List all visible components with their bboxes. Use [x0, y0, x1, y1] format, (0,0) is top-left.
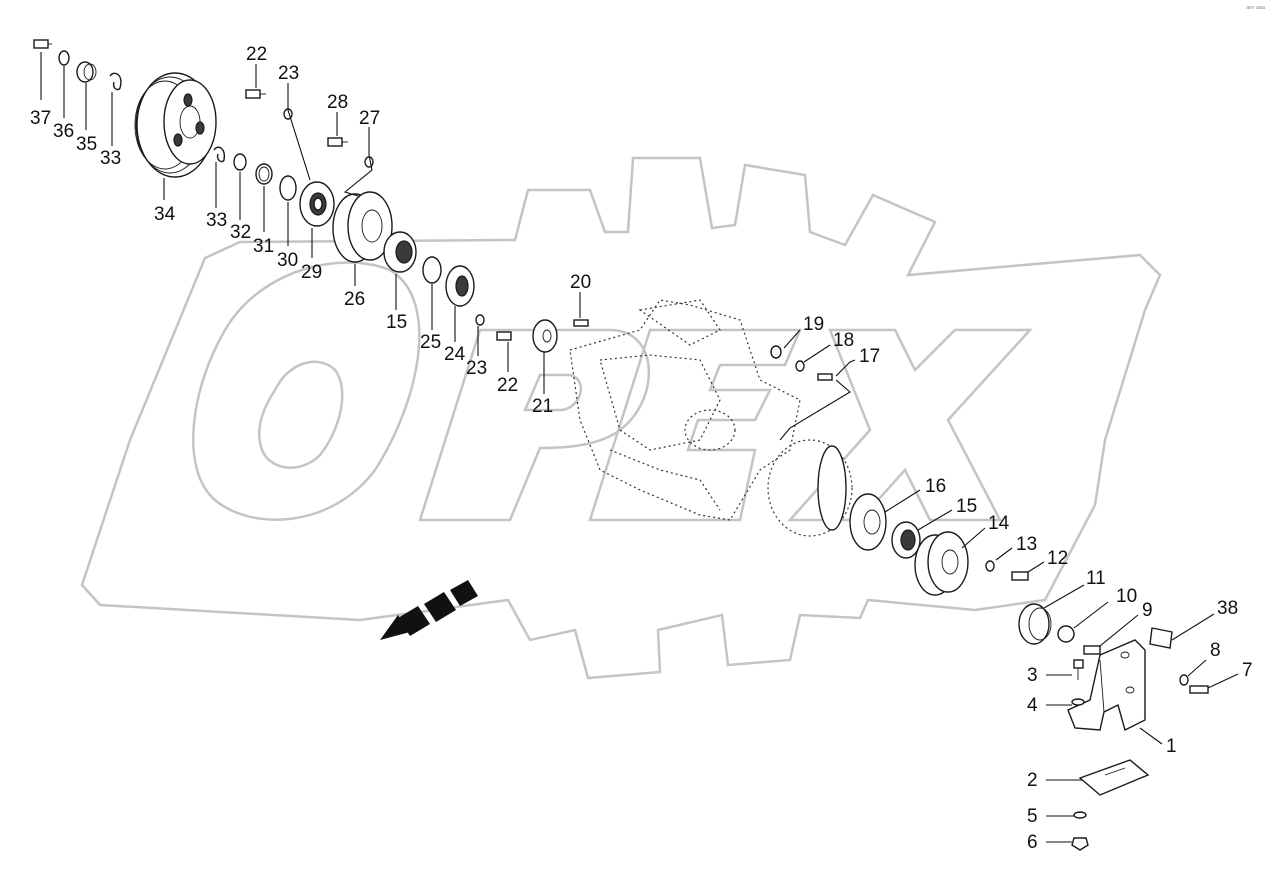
- washer-10: [1057, 625, 1075, 643]
- callout-28: 28: [327, 92, 348, 113]
- callout-35: 35: [76, 134, 97, 155]
- bolt-22b: [496, 331, 512, 341]
- nut-6: [1071, 837, 1089, 851]
- bearing-29: [299, 181, 335, 227]
- callout-12: 12: [1047, 548, 1068, 569]
- seal-11: [1018, 603, 1052, 645]
- callout-9: 9: [1142, 600, 1153, 621]
- callout-2: 2: [1027, 770, 1038, 791]
- bearing-24: [445, 265, 475, 307]
- callout-26: 26: [344, 289, 365, 310]
- callout-25: 25: [420, 332, 441, 353]
- callout-30: 30: [277, 250, 298, 271]
- ring-30: [279, 175, 297, 201]
- corner-mark: ᵃᵐ ᵃᵃᵃ: [1246, 4, 1265, 13]
- callout-27: 27: [359, 108, 380, 129]
- callout-4: 4: [1027, 695, 1038, 716]
- cover-14: [914, 531, 969, 596]
- washer-36: [58, 50, 70, 66]
- bracket-1: [1067, 639, 1146, 732]
- callout-23-lower: 23: [466, 358, 487, 379]
- callout-13: 13: [1016, 534, 1037, 555]
- arrow-band-3: [450, 580, 478, 606]
- callout-31: 31: [253, 236, 274, 257]
- hub-26: [332, 191, 393, 263]
- arrow-band-1: [398, 606, 430, 636]
- bolt-3: [1073, 659, 1084, 680]
- callout-29: 29: [301, 262, 322, 283]
- callout-14: 14: [988, 513, 1010, 534]
- leader-lines: [40, 52, 1239, 843]
- washer-8: [1179, 674, 1189, 686]
- bolt-22a: [245, 89, 266, 99]
- callout-16: 16: [925, 476, 946, 497]
- callout-18: 18: [833, 330, 854, 351]
- bearing-15b: [891, 521, 921, 559]
- callout-23-top: 23: [278, 63, 299, 84]
- callout-34: 34: [154, 204, 176, 225]
- bushing-31: [255, 163, 273, 185]
- callout-32: 32: [230, 222, 251, 243]
- watermark-gear: [80, 156, 1162, 680]
- pin-20: [573, 319, 589, 327]
- callout-7: 7: [1242, 660, 1253, 681]
- central-housing: [569, 299, 853, 537]
- watermark-letter-e: [588, 328, 802, 522]
- drum-roller: [817, 445, 847, 531]
- ring-25: [422, 256, 442, 284]
- ring-33a: [109, 72, 122, 91]
- bolt-37: [33, 39, 52, 49]
- callout-8: 8: [1210, 640, 1221, 661]
- callout-6: 6: [1027, 832, 1038, 853]
- callout-20: 20: [570, 272, 591, 293]
- callout-5: 5: [1027, 806, 1038, 827]
- direction-arrow: [380, 580, 478, 640]
- washer-18: [795, 360, 805, 372]
- callout-36: 36: [53, 121, 74, 142]
- stud-17: [817, 373, 833, 381]
- pulley-34: [134, 72, 217, 178]
- callout-1: 1: [1166, 736, 1177, 757]
- arrow-band-2: [424, 592, 456, 622]
- spacer-21: [532, 319, 558, 353]
- callout-3: 3: [1027, 665, 1038, 686]
- callout-11: 11: [1086, 568, 1106, 589]
- watermark-logo: [80, 156, 1162, 680]
- flange-16: [849, 493, 887, 551]
- plate-2: [1078, 759, 1150, 796]
- callout-19: 19: [803, 314, 824, 335]
- callout-labels: 37 36 35 33 34 33 32 31 30 29 22 23 28 2…: [30, 44, 1253, 853]
- watermark-letter-x: [787, 328, 1033, 522]
- callout-15-right: 15: [956, 496, 977, 517]
- callout-33-lower: 33: [206, 210, 227, 231]
- bolt-7: [1189, 685, 1209, 694]
- callout-17: 17: [859, 346, 880, 367]
- callout-24: 24: [444, 344, 466, 365]
- bolt-28: [327, 137, 348, 147]
- nut-19: [770, 345, 782, 359]
- callout-22-top: 22: [246, 44, 267, 65]
- watermark-letter-o: [192, 261, 421, 521]
- ring-33b: [213, 146, 226, 163]
- washer-23b: [475, 314, 485, 326]
- washer-27: [364, 156, 374, 168]
- bearing-15a: [383, 231, 417, 273]
- arrow-head: [380, 615, 410, 640]
- callout-15-left: 15: [386, 312, 407, 333]
- washer-13: [985, 560, 995, 572]
- callout-37: 37: [30, 108, 51, 129]
- clip-38: [1149, 627, 1173, 649]
- ring-32: [233, 153, 247, 171]
- bolt-9: [1083, 645, 1101, 655]
- callout-38: 38: [1217, 598, 1238, 619]
- bolt-12: [1011, 571, 1029, 581]
- bushing-35: [76, 61, 97, 83]
- washer-4: [1071, 698, 1085, 706]
- callout-21: 21: [532, 396, 553, 417]
- washer-5: [1073, 811, 1087, 819]
- callout-22-lower: 22: [497, 375, 518, 396]
- callout-10: 10: [1116, 586, 1137, 607]
- callout-33: 33: [100, 148, 121, 169]
